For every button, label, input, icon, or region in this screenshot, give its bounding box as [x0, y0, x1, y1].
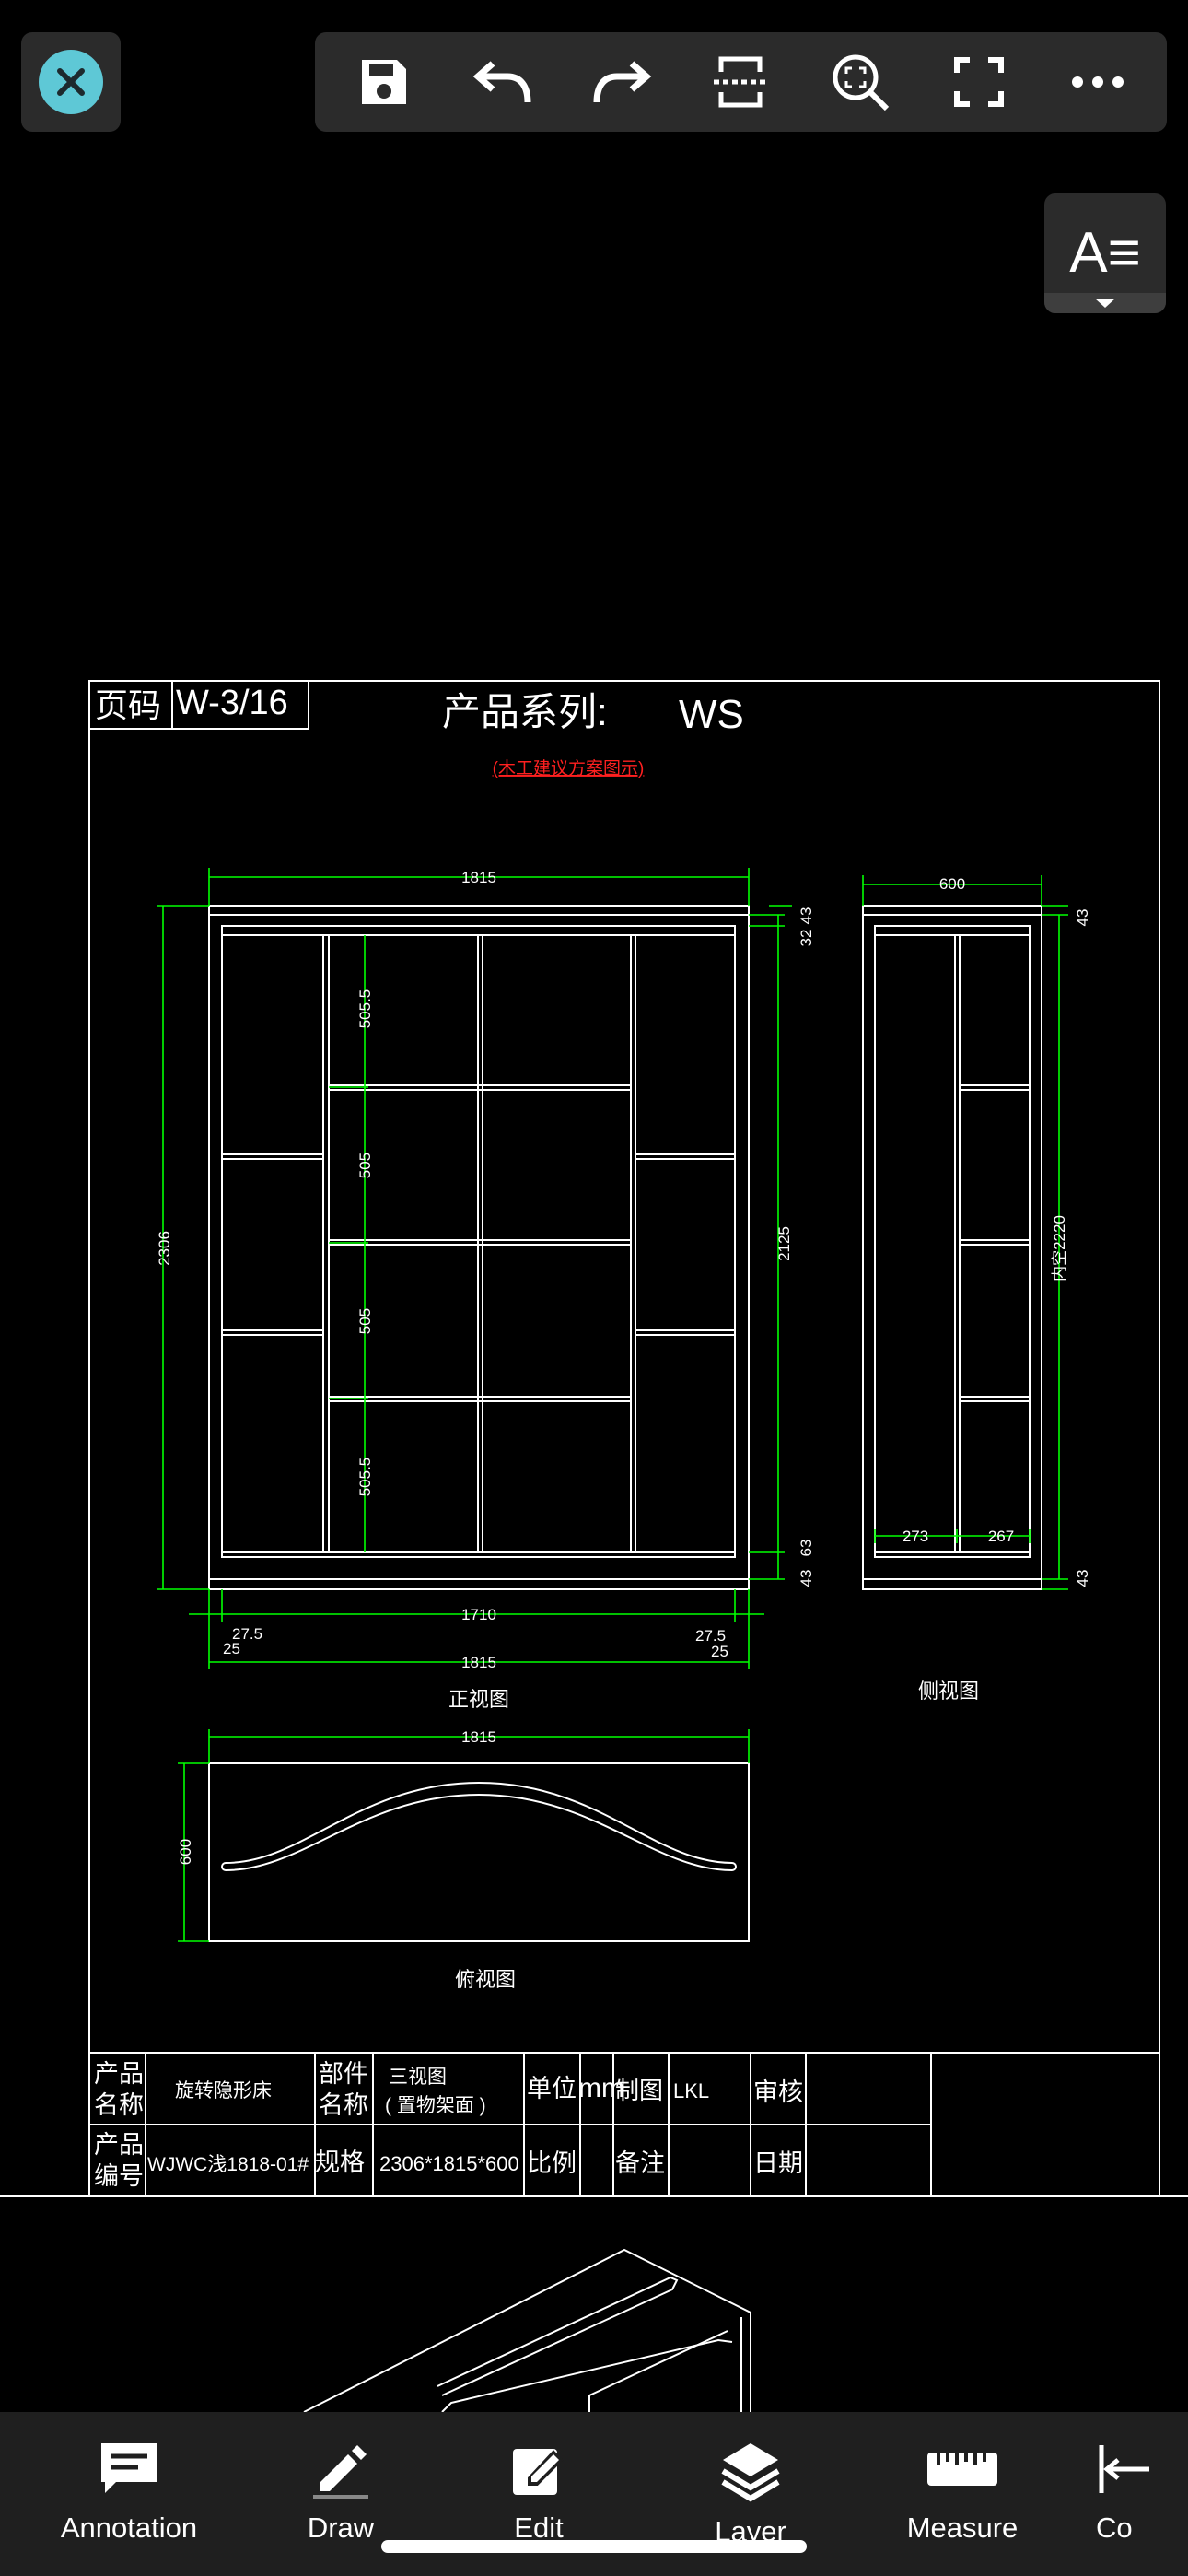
more-button[interactable]: [1054, 38, 1142, 126]
svg-text:制图: 制图: [615, 2077, 663, 2104]
svg-text:25: 25: [223, 1640, 240, 1657]
top-view-panel: [208, 1762, 750, 1942]
close-button[interactable]: [21, 32, 121, 132]
edit-icon: [513, 2449, 564, 2495]
front-view-label: 正视图: [448, 1688, 509, 1711]
text-style-icon: A≡: [1069, 221, 1141, 285]
title-block: [89, 2052, 1159, 2196]
svg-text:600: 600: [177, 1839, 194, 1865]
svg-text:43: 43: [1074, 909, 1091, 927]
zoom-region-icon: [833, 54, 889, 111]
svg-text:273: 273: [903, 1528, 928, 1545]
svg-text:部件: 部件: [319, 2060, 368, 2088]
svg-text:2306: 2306: [156, 1231, 173, 1266]
svg-text:1815: 1815: [461, 1728, 496, 1746]
svg-text:1815: 1815: [461, 869, 496, 886]
tab-measure[interactable]: Measure: [847, 2412, 1077, 2576]
tab-coordinate[interactable]: Co: [1077, 2412, 1188, 2576]
svg-text:600: 600: [939, 875, 965, 893]
more-icon: [1072, 76, 1124, 88]
dropdown-chevron[interactable]: [1044, 293, 1166, 313]
page-code-box: [88, 680, 309, 730]
section-icon: [714, 56, 768, 108]
zoom-region-button[interactable]: [816, 38, 904, 126]
sheet-note: (木工建议方案图示): [493, 758, 645, 779]
coordinate-icon: [1099, 2445, 1149, 2493]
svg-text:505: 505: [356, 1153, 374, 1178]
svg-text:旋转隐形床: 旋转隐形床: [175, 2080, 272, 2102]
svg-text:32: 32: [798, 930, 815, 947]
undo-button[interactable]: [459, 38, 547, 126]
svg-text:43: 43: [1074, 1570, 1091, 1587]
svg-text:LKL: LKL: [673, 2079, 709, 2102]
svg-text:产品: 产品: [94, 2060, 144, 2088]
front-view-cabinet: [208, 905, 750, 1590]
svg-text:1710: 1710: [461, 1606, 496, 1623]
chevron-down-icon: [1095, 299, 1115, 308]
svg-text:规格: 规格: [315, 2149, 365, 2176]
svg-text:43: 43: [798, 907, 815, 925]
fullscreen-button[interactable]: [935, 38, 1023, 126]
side-view-cabinet: [862, 905, 1042, 1590]
save-icon: [361, 60, 406, 104]
svg-text:审核: 审核: [753, 2078, 803, 2106]
svg-text:单位: 单位: [527, 2075, 577, 2102]
tab-edit[interactable]: Edit: [424, 2412, 654, 2576]
svg-text:内空2220: 内空2220: [1051, 1215, 1068, 1282]
page-code-value: W-3/16: [176, 684, 288, 722]
svg-text:mm: mm: [578, 2073, 624, 2103]
annotation-icon: [101, 2443, 157, 2493]
svg-text:27.5: 27.5: [232, 1625, 262, 1643]
section-button[interactable]: [696, 38, 785, 126]
svg-text:2306*1815*600: 2306*1815*600: [379, 2152, 519, 2175]
layer-icon: [721, 2443, 780, 2502]
svg-text:名称: 名称: [94, 2091, 144, 2119]
svg-text:编号: 编号: [94, 2162, 144, 2190]
iso-preview: [303, 2248, 751, 2413]
svg-text:WJWC浅1818-01#: WJWC浅1818-01#: [147, 2154, 309, 2175]
text-style-button[interactable]: A≡: [1044, 193, 1166, 313]
svg-text:27.5: 27.5: [695, 1627, 726, 1645]
svg-text:比例: 比例: [527, 2149, 577, 2177]
svg-text:日期: 日期: [753, 2149, 803, 2177]
svg-text:三视图: 三视图: [389, 2067, 447, 2088]
series-value: WS: [679, 692, 744, 737]
svg-text:43: 43: [798, 1570, 815, 1587]
tab-draw[interactable]: Draw: [258, 2412, 424, 2576]
svg-text:2125: 2125: [775, 1226, 793, 1261]
svg-text:267: 267: [988, 1528, 1014, 1545]
close-icon: [39, 50, 103, 114]
save-button[interactable]: [340, 38, 428, 126]
undo-icon: [472, 61, 531, 103]
svg-text:产品: 产品: [94, 2131, 144, 2159]
svg-text:25: 25: [711, 1643, 728, 1660]
svg-text:505.5: 505.5: [356, 1458, 374, 1497]
svg-text:63: 63: [798, 1540, 815, 1557]
draw-icon: [313, 2445, 368, 2499]
svg-text:505: 505: [356, 1308, 374, 1334]
home-indicator[interactable]: [381, 2540, 807, 2553]
svg-text:备注: 备注: [615, 2149, 665, 2177]
page-code-label: 页码: [95, 686, 161, 724]
sheet-border: [88, 680, 1160, 2197]
svg-text:1815: 1815: [461, 1654, 496, 1671]
fullscreen-icon: [954, 57, 1005, 107]
series-title: 产品系列:: [442, 690, 608, 733]
top-toolbar: [315, 32, 1167, 132]
svg-text:名称: 名称: [319, 2091, 368, 2119]
redo-button[interactable]: [577, 38, 666, 126]
top-view-label: 俯视图: [455, 1968, 516, 1991]
svg-text:505.5: 505.5: [356, 989, 374, 1029]
redo-icon: [593, 61, 652, 103]
svg-text:( 置物架面 ): ( 置物架面 ): [385, 2095, 486, 2116]
tab-annotation[interactable]: Annotation: [0, 2412, 258, 2576]
measure-icon: [927, 2453, 997, 2486]
side-view-label: 侧视图: [918, 1680, 979, 1703]
